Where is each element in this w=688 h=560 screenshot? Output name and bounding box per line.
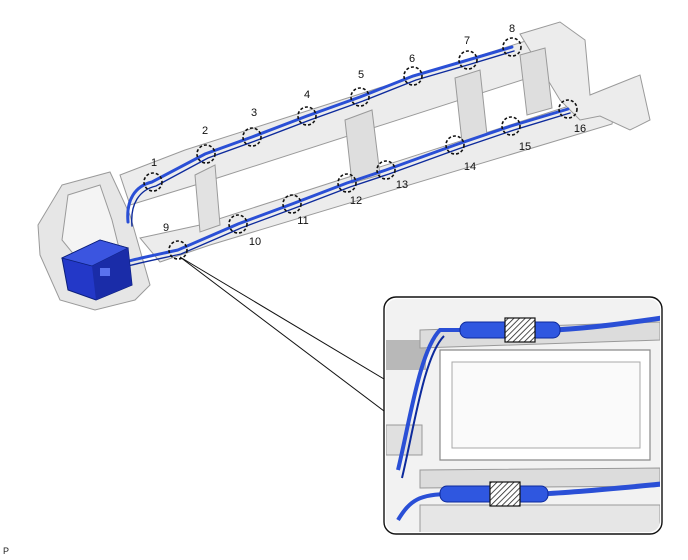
clamp-marker-icon bbox=[168, 240, 188, 260]
clamp-marker-icon bbox=[242, 127, 262, 147]
clamp-marker-icon bbox=[445, 135, 465, 155]
callout-label-15: 15 bbox=[519, 141, 531, 153]
clamp-marker-icon bbox=[458, 50, 478, 70]
clamp-marker-icon bbox=[501, 116, 521, 136]
callout-label-3: 3 bbox=[251, 107, 257, 119]
clamp-marker-icon bbox=[350, 87, 370, 107]
control-module-icon bbox=[60, 239, 133, 301]
clamp-marker-icon bbox=[297, 106, 317, 126]
callout-label-13: 13 bbox=[396, 179, 408, 191]
clamp-marker-icon bbox=[282, 194, 302, 214]
clamp-marker-icon bbox=[228, 214, 248, 234]
callout-label-12: 12 bbox=[350, 195, 362, 207]
clamp-markers bbox=[143, 37, 578, 260]
hatched-clamp-icon bbox=[489, 481, 521, 507]
callout-label-2: 2 bbox=[202, 125, 208, 137]
detail-leader-lines bbox=[179, 256, 385, 412]
callout-label-9: 9 bbox=[163, 222, 169, 234]
callout-label-11: 11 bbox=[297, 215, 308, 227]
callout-label-1: 1 bbox=[151, 157, 157, 169]
clamp-marker-icon bbox=[558, 99, 578, 119]
clamp-marker-icon bbox=[337, 173, 357, 193]
figure-code: P bbox=[3, 546, 10, 556]
callout-label-16: 16 bbox=[574, 123, 586, 135]
callout-label-6: 6 bbox=[409, 53, 415, 65]
clamp-marker-icon bbox=[502, 37, 522, 57]
callout-label-4: 4 bbox=[304, 89, 310, 101]
detail-upper-wire bbox=[396, 315, 660, 479]
detail-lower-wire bbox=[396, 481, 660, 522]
hatched-clamp-icon bbox=[504, 317, 536, 343]
callout-label-7: 7 bbox=[464, 35, 470, 47]
callout-label-8: 8 bbox=[509, 23, 515, 35]
clamp-marker-icon bbox=[376, 160, 396, 180]
clamp-marker-icon bbox=[196, 144, 216, 164]
detail-view bbox=[383, 296, 663, 535]
callout-label-5: 5 bbox=[358, 69, 364, 81]
clamp-marker-icon bbox=[403, 66, 423, 86]
clamp-marker-icon bbox=[143, 172, 163, 192]
callout-label-14: 14 bbox=[464, 161, 476, 173]
callout-label-10: 10 bbox=[249, 236, 261, 248]
